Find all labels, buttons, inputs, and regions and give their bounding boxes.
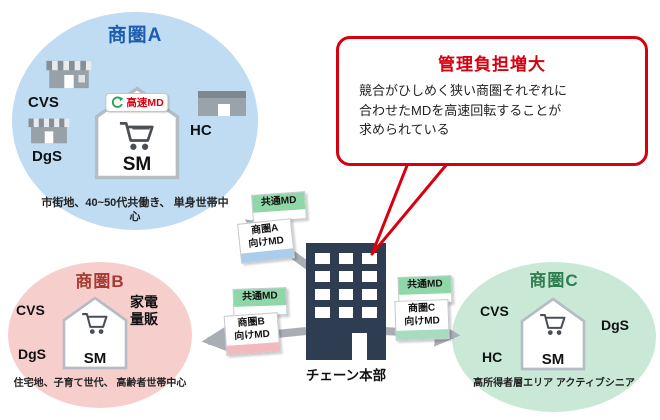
region-c-description: 高所得者層エリア アクティブシニア	[473, 378, 635, 389]
md-card-common-a: 共通MD	[251, 191, 307, 223]
region-b-sm-label: SM	[83, 350, 107, 367]
region-a-cvs-label: CVS	[28, 94, 59, 111]
md-card-label: 商圏B 向けMD	[233, 316, 271, 342]
home-center-icon	[198, 91, 246, 116]
region-a-hc-label: HC	[190, 122, 212, 139]
md-card-label: 商圏C 向けMD	[404, 302, 440, 328]
region-c-supermarket: SM	[520, 297, 586, 371]
region-a-description: 市街地、40~50代共働き、 単身世帯中心	[41, 197, 229, 224]
building-windows	[315, 253, 377, 318]
region-c-title: 商圏C	[529, 271, 579, 290]
region-a-sm-label: SM	[122, 154, 152, 175]
md-card-common-b: 共通MD	[232, 287, 288, 317]
region-b-description: 住宅地、子育て世代、 高齢者世帯中心	[13, 378, 187, 389]
region-c-sm-label: SM	[541, 351, 565, 368]
house-shape	[520, 297, 586, 371]
region-b-cvs-label: CVS	[16, 302, 45, 318]
headquarters-label: チェーン本部	[305, 368, 387, 383]
headquarters-building-icon	[306, 243, 386, 360]
region-a-title: 商圏A	[107, 25, 163, 46]
region-b-dgs-label: DgS	[18, 346, 46, 362]
convenience-store-icon	[46, 60, 92, 89]
shopping-cart-icon	[82, 313, 108, 334]
region-c-cvs-label: CVS	[480, 303, 509, 319]
md-card-region-b: 商圏B 向けMD	[223, 312, 281, 356]
callout-bubble: 管理負担増大 競合がひしめく狭い商圏それぞれに 合わせたMDを高速回転することが…	[336, 36, 648, 166]
region-c-dgs-label: DgS	[601, 317, 629, 333]
region-b-supermarket: SM	[62, 296, 128, 370]
shopping-cart-icon	[119, 122, 154, 150]
md-card-region-c: 商圏C 向けMD	[394, 299, 450, 341]
md-card-region-a: 商圏A 向けMD	[237, 218, 295, 264]
shopping-cart-icon	[540, 314, 566, 335]
region-b-electronics-label: 家電 量販	[130, 294, 158, 327]
house-shape	[62, 296, 128, 370]
fast-md-badge: 高速MD	[105, 93, 169, 112]
region-b-title: 商圏B	[75, 272, 125, 291]
building-door	[352, 333, 367, 360]
drugstore-icon	[28, 118, 70, 144]
region-c-hc-label: HC	[482, 349, 503, 365]
md-card-label: 共通MD	[233, 288, 287, 307]
callout-title: 管理負担増大	[438, 55, 546, 74]
callout-body: 競合がひしめく狭い商圏それぞれに 合わせたMDを高速回転することが 求められてい…	[359, 83, 568, 137]
recycle-arrows-icon	[111, 96, 124, 108]
md-card-label: 共通MD	[398, 276, 452, 295]
region-a-dgs-label: DgS	[32, 148, 62, 165]
fast-md-badge-label: 高速MD	[126, 97, 164, 109]
region-a-supermarket: 高速MD SM	[94, 86, 180, 180]
